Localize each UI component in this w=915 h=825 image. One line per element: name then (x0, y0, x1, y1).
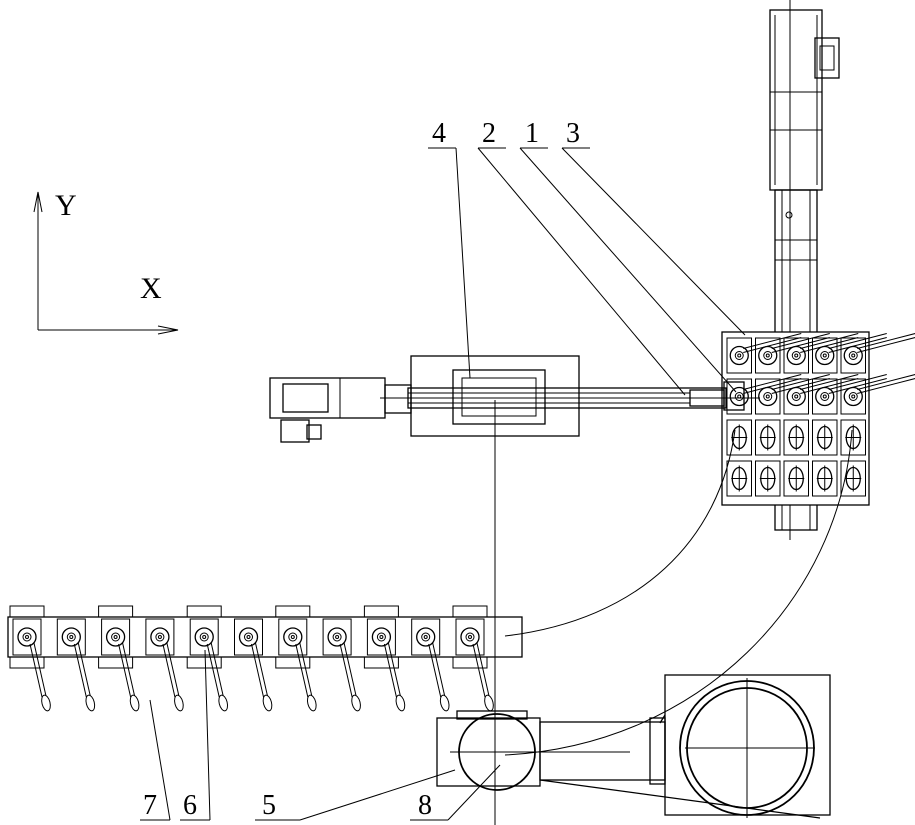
fixture-row (7, 605, 523, 712)
fixture-station (56, 618, 96, 712)
callout-8: 8 (418, 790, 432, 821)
callout-3: 3 (566, 118, 580, 149)
fixture-station (186, 605, 229, 712)
fixture-station (145, 618, 184, 712)
tray-cell (840, 460, 866, 497)
tray-handle (800, 333, 859, 353)
tray-cell (840, 419, 866, 456)
tray-handle (743, 374, 802, 394)
tray-handle (743, 333, 802, 353)
tray-handle (800, 374, 859, 394)
fixture-station (9, 605, 51, 712)
callout-4: 4 (432, 118, 446, 149)
turntable-drive (436, 674, 831, 819)
tray-cell (812, 419, 838, 456)
fixture-base (7, 616, 523, 658)
tray-cell (755, 460, 781, 497)
fixture-station (363, 605, 406, 712)
tray-cell (812, 460, 838, 497)
coordinate-axes: Y X (33, 189, 179, 335)
tray-cell (783, 460, 809, 497)
y-axis-label: Y (55, 189, 77, 222)
tray-cell (812, 378, 838, 415)
tray-cell (812, 337, 838, 374)
callout-1: 1 (525, 118, 539, 149)
tray-cell (726, 337, 752, 374)
fixture-station (275, 605, 317, 712)
x-axis-label: X (140, 272, 162, 305)
callout-labels: 4 2 1 3 7 6 5 8 (143, 118, 580, 821)
tray-cell (726, 460, 752, 497)
fixture-station (411, 618, 450, 712)
tray-grid (721, 331, 915, 506)
tray-cell (755, 419, 781, 456)
fixture-station (322, 618, 361, 712)
tray-handle (771, 374, 830, 394)
tray-handle (771, 333, 830, 353)
callout-6: 6 (183, 790, 197, 821)
transfer-arcs (494, 400, 853, 825)
callout-7: 7 (143, 790, 157, 821)
tray-handle (828, 333, 887, 353)
tray-cell (726, 378, 752, 415)
tray-handle (857, 333, 915, 353)
horizontal-x-actuator (269, 355, 760, 443)
tray-handle (828, 374, 887, 394)
fixture-station (452, 605, 494, 712)
leader-lines (140, 147, 746, 821)
callout-5: 5 (262, 790, 276, 821)
fixture-station (234, 618, 273, 712)
fixture-station (98, 605, 140, 712)
tray-handle (857, 374, 915, 394)
callout-2: 2 (482, 118, 496, 149)
tray-cell (783, 419, 809, 456)
